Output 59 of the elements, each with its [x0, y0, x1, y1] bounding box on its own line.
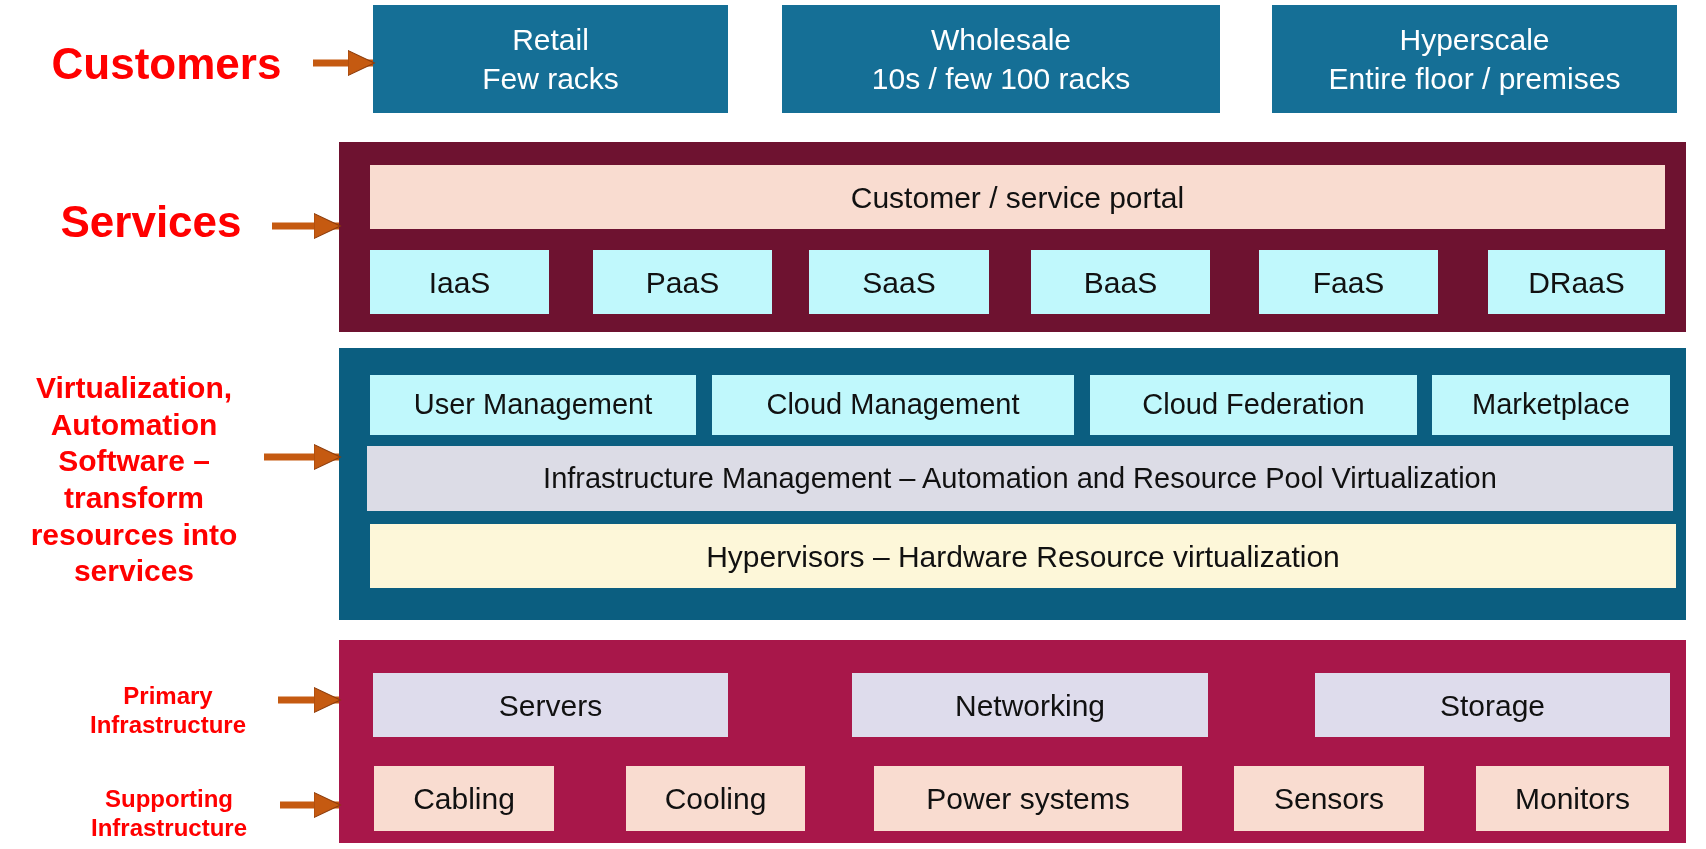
box-text: Entire floor / premises: [1328, 61, 1621, 97]
box-text: Storage: [1439, 687, 1546, 724]
layer-band: [339, 142, 1686, 332]
box-text: Cooling: [664, 781, 767, 817]
component-box: [1315, 673, 1670, 737]
component-box: [367, 446, 1673, 511]
component-box: [1272, 5, 1677, 113]
component-box: [373, 673, 728, 737]
component-box: [1259, 250, 1438, 314]
box-text: Hypervisors – Hardware Resource virtualization: [706, 538, 1340, 575]
component-box: [626, 766, 805, 831]
box-text: Marketplace: [1472, 387, 1630, 423]
component-box: [370, 250, 549, 314]
box-text: Networking: [954, 687, 1106, 724]
box-text: Customer / service portal: [850, 179, 1185, 216]
component-box: [1476, 766, 1669, 831]
box-text: Few racks: [482, 61, 619, 97]
component-box: [370, 524, 1676, 588]
box-text: User Management: [413, 387, 653, 423]
component-box: [712, 375, 1074, 435]
component-box: [852, 673, 1208, 737]
box-text: SaaS: [862, 264, 936, 301]
layer-label: Customers: [20, 36, 313, 92]
component-box: [370, 375, 696, 435]
component-box: [1432, 375, 1670, 435]
component-box: [1488, 250, 1665, 314]
component-box: [374, 766, 554, 831]
box-text: FaaS: [1312, 264, 1385, 301]
box-text: Cabling: [413, 781, 515, 817]
layer-label: Services: [30, 196, 272, 248]
box-text: Infrastructure Management – Automation and Resource Pool Virtualization: [543, 460, 1497, 496]
component-box: [1234, 766, 1424, 831]
component-box: [782, 5, 1220, 113]
box-text: Monitors: [1514, 781, 1630, 817]
layer-label: Primary Infrastructure: [58, 674, 278, 746]
box-text: DRaaS: [1528, 264, 1625, 301]
layer-band: [339, 640, 1686, 843]
component-box: [1031, 250, 1210, 314]
component-box: [593, 250, 772, 314]
box-text: IaaS: [428, 264, 491, 301]
component-box: [1090, 375, 1417, 435]
layer-label: Virtualization, Automation Software – transform resources into services: [4, 350, 264, 610]
layer-label: Supporting Infrastructure: [58, 780, 280, 846]
box-text: Retail: [512, 22, 589, 58]
box-text: Hyperscale: [1399, 22, 1550, 58]
box-text: Sensors: [1273, 781, 1385, 817]
box-text: Cloud Management: [766, 387, 1020, 423]
box-text: Wholesale: [930, 22, 1072, 58]
component-box: [373, 5, 728, 113]
box-text: PaaS: [645, 264, 720, 301]
box-text: Servers: [498, 687, 603, 724]
component-box: [370, 165, 1665, 229]
component-box: [809, 250, 989, 314]
box-text: Power systems: [926, 781, 1130, 817]
component-box: [874, 766, 1182, 831]
box-text: Cloud Federation: [1142, 387, 1365, 423]
box-text: BaaS: [1083, 264, 1158, 301]
layer-band: [339, 348, 1686, 620]
box-text: 10s / few 100 racks: [871, 61, 1131, 97]
